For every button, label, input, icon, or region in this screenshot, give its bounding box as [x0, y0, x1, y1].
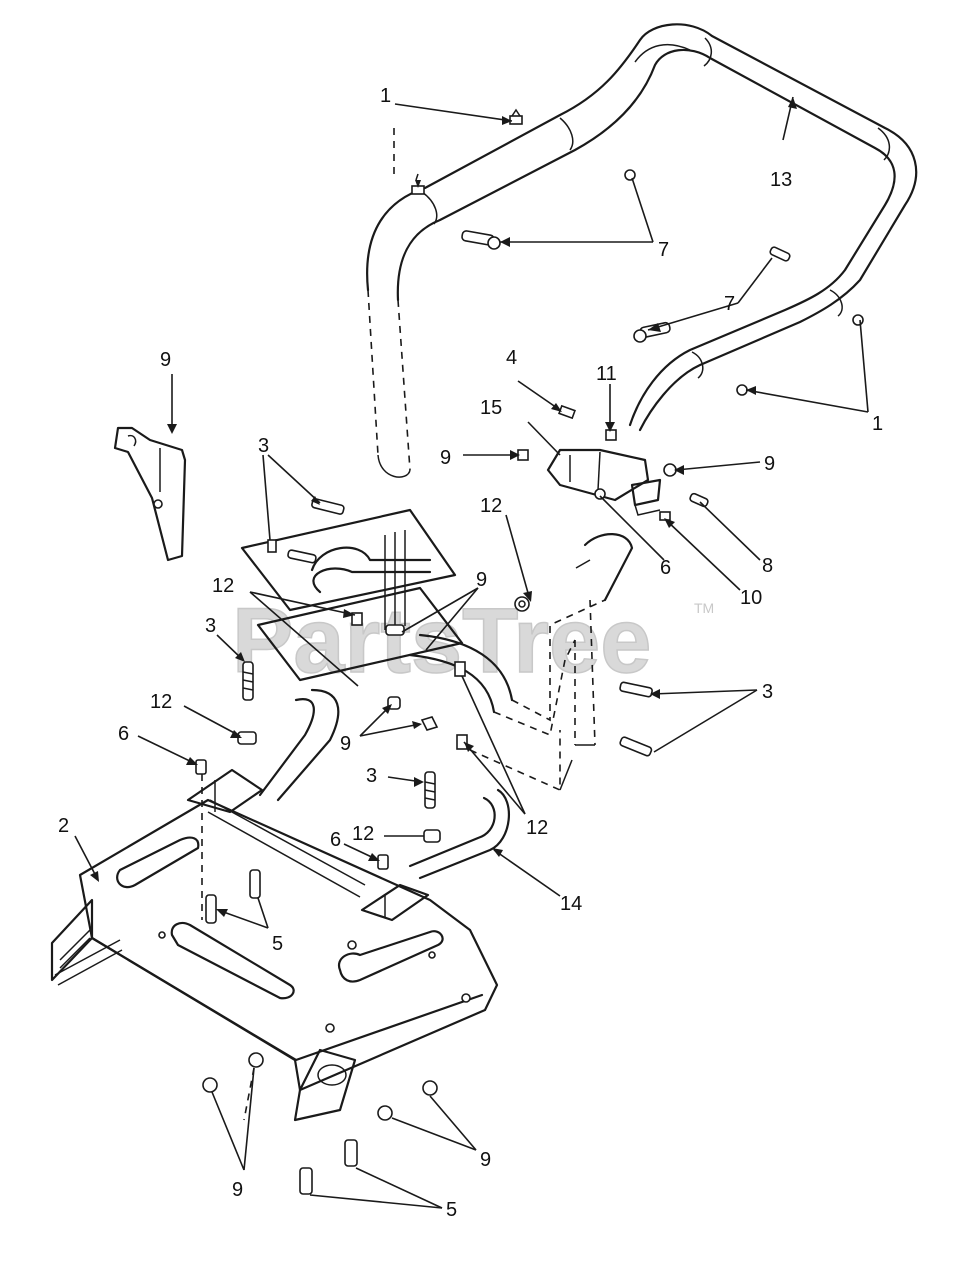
pivot-assembly: [517, 404, 709, 521]
callout-9: 9: [340, 733, 351, 755]
upper-handle-bar: [366, 23, 918, 478]
callout-14: 13: [770, 169, 792, 191]
callout-3: 3: [258, 435, 269, 457]
callout-1: 1: [872, 413, 883, 435]
loose-hardware: [195, 661, 441, 1195]
center-mount-plate: [240, 498, 464, 682]
callout-3: 3: [762, 681, 773, 703]
watermark-text: PartsTree: [232, 590, 651, 692]
callout-9: 9: [480, 1149, 491, 1171]
lower-side-tubes: [186, 688, 510, 922]
callout-7: 7: [658, 239, 669, 261]
callout-2: 2: [58, 815, 69, 837]
callout-9: 9: [764, 453, 775, 475]
callout-8: 8: [762, 555, 773, 577]
callout-11: 10: [740, 587, 762, 609]
callout-5: 5: [446, 1199, 457, 1221]
callout-12: 12: [352, 823, 374, 845]
callout-6: 6: [118, 723, 129, 745]
callout-9: 9: [476, 569, 487, 591]
watermark-trademark: TM: [694, 600, 714, 616]
callout-12: 12: [150, 691, 172, 713]
callout-10: 9: [160, 349, 171, 371]
callout-13: 12: [480, 495, 502, 517]
bracket-part-10: [113, 426, 187, 562]
callout-15: 14: [560, 893, 582, 915]
callout-1: 1: [380, 85, 391, 107]
callout-3: 3: [366, 765, 377, 787]
callout-6: 6: [660, 557, 671, 579]
handle-hardware: [411, 108, 864, 396]
callout-labels: 1 1 2 3 3 3 3 4 5 5 6 6 6 7 7 8 9 9 9 9 …: [58, 85, 883, 1221]
callout-7: 7: [724, 293, 735, 315]
leader-lines: [74, 96, 869, 1209]
callout-16: 15: [480, 397, 502, 419]
callout-12: 11: [596, 363, 617, 385]
callout-12: 12: [212, 575, 234, 597]
lower-handle-tube: [408, 533, 653, 792]
main-frame-deck: [50, 798, 499, 1122]
callout-5: 5: [272, 933, 283, 955]
callout-3: 3: [205, 615, 216, 637]
callout-9: 9: [440, 447, 451, 469]
callout-6: 6: [330, 829, 341, 851]
callout-12: 12: [526, 817, 548, 839]
callout-4: 4: [506, 347, 517, 369]
callout-9: 9: [232, 1179, 243, 1201]
